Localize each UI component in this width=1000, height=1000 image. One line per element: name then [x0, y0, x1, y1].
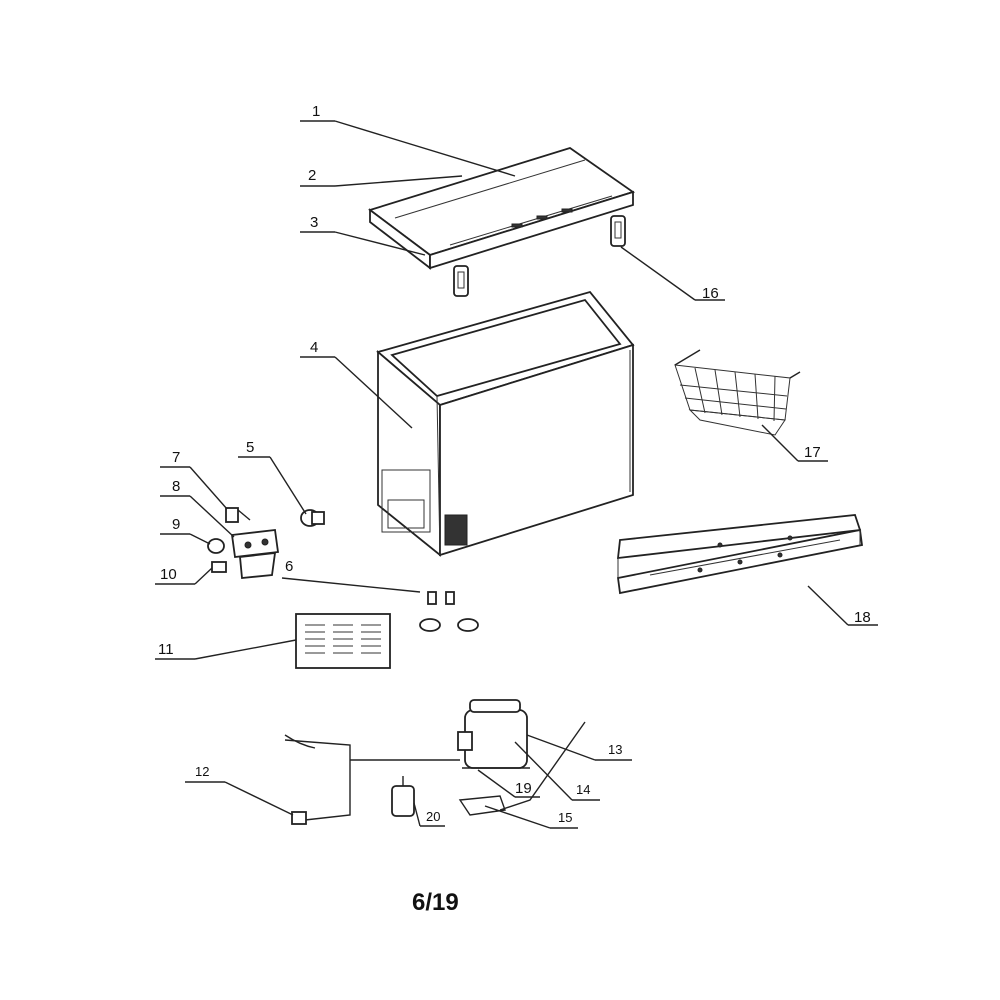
leader-lines [155, 120, 878, 829]
label-1: 1 [312, 103, 320, 120]
label-18: 18 [854, 609, 871, 626]
label-13: 13 [608, 742, 622, 757]
label-20: 20 [426, 809, 440, 824]
cabinet-part [376, 290, 635, 557]
compressor-part [457, 699, 530, 769]
label-7: 7 [172, 449, 180, 466]
base-plate-part [616, 514, 864, 595]
label-16: 16 [702, 285, 719, 302]
tube-part [458, 721, 586, 816]
label-10: 10 [160, 566, 177, 583]
capacitor-part [391, 776, 415, 817]
label-4: 4 [310, 339, 318, 356]
label-6: 6 [285, 558, 293, 575]
label-3: 3 [310, 214, 318, 231]
label-8: 8 [172, 478, 180, 495]
label-9: 9 [172, 516, 180, 533]
lid-part [368, 147, 636, 270]
label-19: 19 [515, 780, 532, 797]
basket-part [674, 349, 801, 436]
page-number: 6/19 [412, 889, 459, 916]
label-5: 5 [246, 439, 254, 456]
plug-part [211, 561, 227, 573]
label-12: 12 [195, 764, 209, 779]
label-11: 11 [158, 641, 174, 658]
cable-part [284, 734, 460, 825]
control-box-part [230, 529, 280, 579]
lamp-part [207, 538, 225, 554]
label-2: 2 [308, 167, 316, 184]
thermostat-part [225, 507, 251, 523]
hinge-part [453, 215, 626, 297]
label-17: 17 [804, 444, 821, 461]
feet-part [419, 591, 479, 632]
label-14: 14 [576, 782, 590, 797]
label-15: 15 [558, 810, 572, 825]
grille-part [295, 613, 391, 669]
